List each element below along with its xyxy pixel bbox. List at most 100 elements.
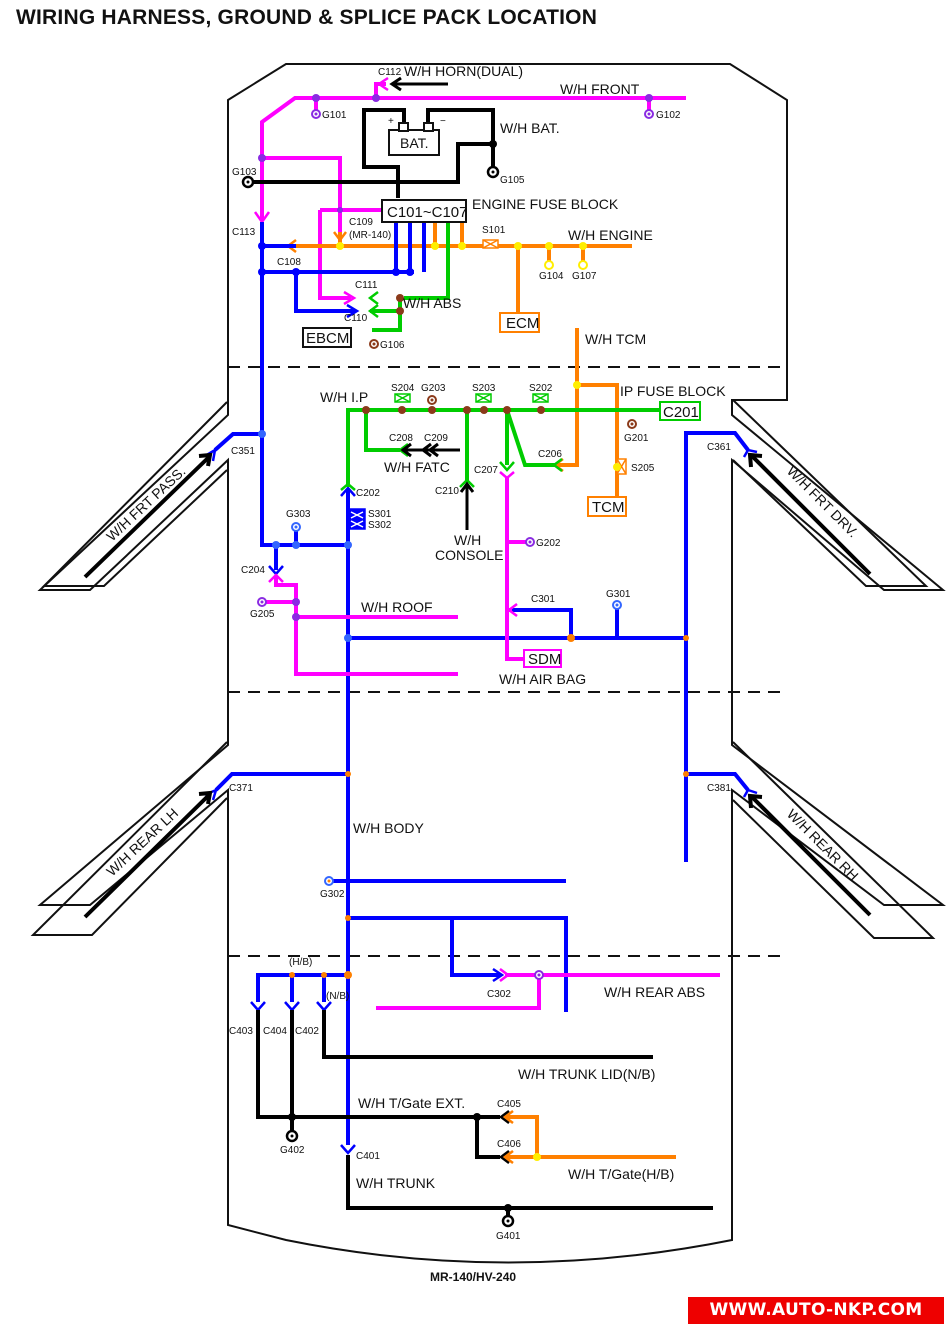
label-c402: C402 [295, 1026, 319, 1037]
label-c361: C361 [707, 442, 731, 453]
label-wh-tcm: W/H TCM [585, 331, 646, 347]
engine-fuse-block-box [381, 199, 467, 223]
ground-points [241, 109, 654, 1228]
harness-ip [346, 222, 660, 487]
splice-packs [348, 239, 627, 530]
harness-tgate-orange [506, 1115, 676, 1159]
splice-s204 [394, 393, 411, 403]
label-g103: G103 [232, 167, 257, 178]
label-wh-engine: W/H ENGINE [568, 227, 653, 243]
tgate-arrows [502, 1110, 514, 1164]
battery-pos-terminal [398, 122, 409, 132]
ecm-box [499, 312, 540, 333]
label-hb: (H/B) [289, 957, 312, 968]
label-s202: S202 [529, 383, 553, 394]
label-g402: G402 [280, 1145, 305, 1156]
label-wh-ip: W/H I.P [320, 389, 368, 405]
label-wh-fatc: W/H FATC [384, 459, 450, 475]
ip-fuse-block-box [659, 401, 701, 421]
label-c371: C371 [229, 783, 253, 794]
label-battery: BAT. [400, 135, 429, 151]
page-title: WIRING HARNESS, GROUND & SPLICE PACK LOC… [16, 6, 598, 29]
label-wh-rear-rh: W/H REAR RH [784, 806, 862, 884]
tcm-box [587, 496, 627, 517]
label-g101: G101 [322, 110, 347, 121]
branch-ducts [30, 399, 936, 939]
label-c404: C404 [263, 1026, 287, 1037]
airbag-arrows [268, 471, 518, 982]
label-ebcm: EBCM [306, 330, 349, 347]
label-c112: C112 [378, 67, 402, 78]
label-bat-pos: + [388, 116, 394, 127]
ground-g104-icon [544, 260, 554, 270]
label-tcm: TCM [592, 499, 625, 516]
label-s205: S205 [631, 463, 655, 474]
body-arrows [204, 303, 758, 1155]
label-c111: C111 [355, 280, 378, 291]
rear-black-arrows [498, 1110, 510, 1164]
label-c101-c107: C101~C107 [387, 204, 467, 221]
label-c202: C202 [356, 488, 380, 499]
label-c113: C113 [232, 227, 256, 238]
label-c208: C208 [389, 433, 413, 444]
label-c209: C209 [424, 433, 448, 444]
label-bat-neg: − [440, 116, 446, 127]
label-c210: C210 [435, 486, 459, 497]
label-wh-trunk-lid: W/H TRUNK LID(N/B) [518, 1066, 655, 1082]
battery-box [388, 129, 440, 156]
fatc-console-arrows [400, 442, 475, 530]
harness-rear-black [256, 1010, 713, 1220]
label-c406: C406 [497, 1139, 521, 1150]
label-g303: G303 [286, 509, 311, 520]
label-g201: G201 [624, 433, 649, 444]
section-dividers [228, 366, 787, 957]
label-s204: S204 [391, 383, 415, 394]
label-c351: C351 [231, 446, 255, 457]
label-g106: G106 [380, 340, 405, 351]
label-s301: S301 [368, 509, 392, 520]
label-c405: C405 [497, 1099, 521, 1110]
watermark-link[interactable]: WWW.AUTO-NKP.COM [688, 1297, 944, 1324]
label-g107: G107 [572, 271, 597, 282]
horn-arrow [389, 76, 448, 92]
label-c403: C403 [229, 1026, 253, 1037]
label-wh-tgate-ext: W/H T/Gate EXT. [358, 1095, 465, 1111]
label-c207: C207 [474, 465, 498, 476]
label-nb: (N/B) [326, 991, 349, 1002]
ebcm-box [302, 327, 352, 348]
label-wh-rear-abs: W/H REAR ABS [604, 984, 705, 1000]
label-c302: C302 [487, 989, 511, 1000]
label-front: W/H FRONT [560, 81, 640, 97]
splice-s101 [482, 239, 499, 249]
label-s203: S203 [472, 383, 496, 394]
model-label: MR-140/HV-240 [430, 1270, 517, 1284]
harness-bat [246, 108, 495, 198]
label-c110: C110 [344, 313, 368, 324]
label-g203: G203 [421, 383, 446, 394]
label-wh-console-2: CONSOLE [435, 547, 503, 563]
ground-g107-icon [578, 260, 588, 270]
label-wh-abs: W/H ABS [403, 295, 461, 311]
splice-s301-s302 [348, 508, 366, 530]
splice-s202 [532, 393, 549, 403]
label-g302: G302 [320, 889, 345, 900]
harness-body [213, 222, 750, 1145]
label-horn: W/H HORN(DUAL) [404, 63, 523, 79]
label-c204: C204 [241, 565, 265, 576]
label-wh-body: W/H BODY [353, 820, 424, 836]
duct-arrows [83, 452, 872, 919]
splice-s203 [475, 393, 492, 403]
label-sdm: SDM [528, 651, 561, 668]
label-ecm: ECM [506, 315, 539, 332]
label-c108: C108 [277, 257, 301, 268]
label-g301: G301 [606, 589, 631, 600]
label-wh-trunk: W/H TRUNK [356, 1175, 436, 1191]
label-g104: G104 [539, 271, 564, 282]
label-engine-fuse-block: ENGINE FUSE BLOCK [472, 196, 619, 212]
label-wh-roof: W/H ROOF [361, 599, 433, 615]
label-wh-bat: W/H BAT. [500, 120, 560, 136]
label-g401: G401 [496, 1231, 521, 1242]
label-s302: S302 [368, 520, 392, 531]
label-g205: G205 [250, 609, 275, 620]
